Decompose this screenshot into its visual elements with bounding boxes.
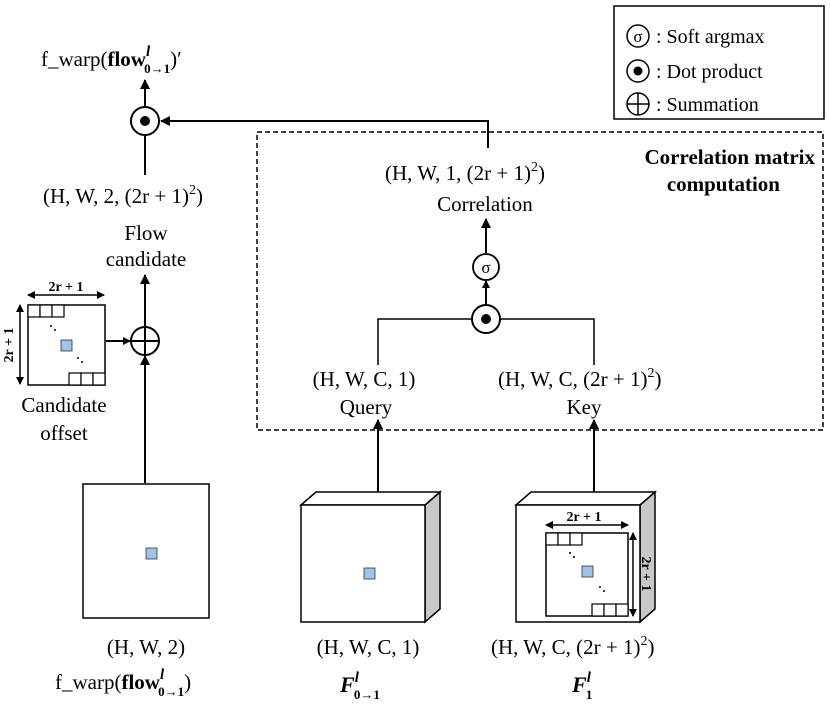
feature-f0-tensor xyxy=(298,490,443,624)
correlation-label: Correlation xyxy=(437,192,533,216)
legend-label-softmax: : Soft argmax xyxy=(656,26,765,48)
correlation-matrix-region xyxy=(256,131,824,431)
correlation-shape: (H, W, 1, (2r + 1)2) xyxy=(385,160,545,185)
candidate-offset-label-line2: offset xyxy=(40,421,88,445)
legend-label-dot: : Dot product xyxy=(656,61,763,83)
softmax-legend-icon xyxy=(626,24,650,48)
query-shape: (H, W, C, 1) xyxy=(313,367,416,391)
arrow-correlation-to-dot xyxy=(160,116,489,148)
flow-input-tensor xyxy=(82,483,210,619)
candidate-offset-label-line1: Candidate xyxy=(21,393,106,417)
key-label: Key xyxy=(567,395,602,419)
feature-f0-shape: (H, W, C, 1) xyxy=(317,635,420,659)
flow-candidate-shape: (H, W, 2, (2r + 1)2) xyxy=(43,183,203,208)
output-dot-product-center xyxy=(140,116,150,126)
dot-product-legend-dot xyxy=(633,66,643,76)
line-key-to-dot xyxy=(500,318,595,365)
feature-f1-shape: (H, W, C, (2r + 1)2) xyxy=(491,634,655,659)
key-shape: (H, W, C, (2r + 1)2) xyxy=(498,366,662,391)
flow-candidate-label-line1: Flow xyxy=(124,221,168,245)
flow-input-shape: (H, W, 2) xyxy=(107,635,185,659)
correlation-region-title-line2: computation xyxy=(667,172,780,196)
candidate-offset-matrix: 2r + 1 2r + 1 xyxy=(2,280,106,386)
correlation-region-title-line1: Correlation matrix xyxy=(645,145,816,169)
feature-f1-dim-top: 2r + 1 xyxy=(567,510,602,525)
softmax-legend-symbol: σ xyxy=(633,27,642,46)
query-label: Query xyxy=(340,395,393,419)
correlation-dot-product-center xyxy=(481,314,491,324)
legend-label-sum: : Summation xyxy=(656,94,759,116)
candidate-offset-dim-top: 2r + 1 xyxy=(49,280,84,295)
feature-f1-dim-side: 2r + 1 xyxy=(638,557,653,592)
legend: σ : Soft argmax : Dot product : Summatio… xyxy=(613,5,825,120)
dot-product-legend-icon xyxy=(626,59,650,83)
softmax-node-symbol: σ xyxy=(481,258,490,277)
line-query-to-dot xyxy=(377,318,472,365)
feature-f1-tensor: 2r + 1 2r + 1 xyxy=(513,490,658,624)
candidate-offset-dim-side: 2r + 1 xyxy=(2,328,17,363)
flow-candidate-label-line2: candidate xyxy=(106,247,186,271)
